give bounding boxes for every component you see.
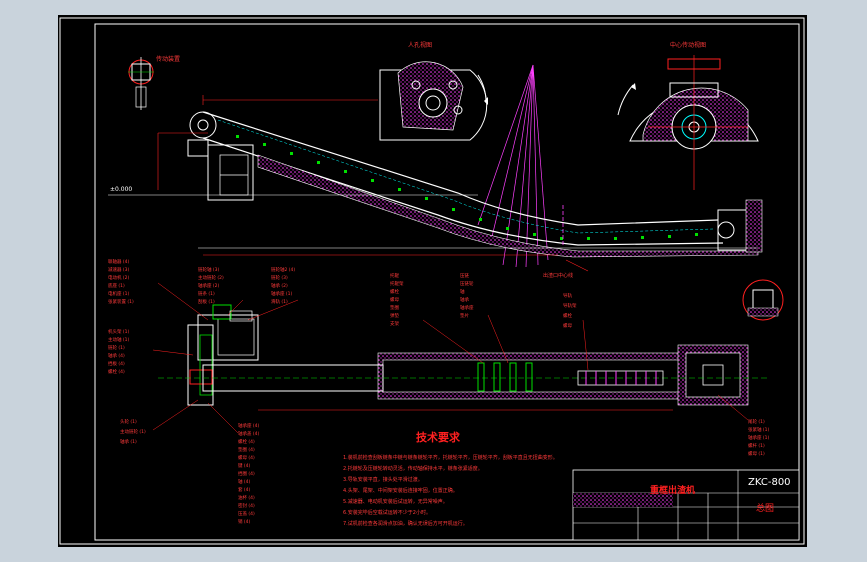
callout-r-0: 尾轮 (1) [748,418,765,425]
detail-left-round: 人孔视图 [379,41,488,141]
conveyor-plan [158,304,768,411]
callout-um-1: 主动链轮 (2) [198,274,224,281]
left-detail-label: 人孔视图 [408,41,432,49]
detail-right-side [742,279,784,321]
callout-bm-0: 轴承座 (4) [238,422,260,429]
callout-ur-2: 轴承 (2) [271,282,288,289]
callout-bm-6: 挡圈 (4) [238,470,255,477]
callout-ma-4: 垫圈 [390,304,399,311]
leader-lines [152,282,749,434]
drawing-sheet-name: 总图 [756,502,774,514]
callout-ll-0: 头轮 (1) [120,418,137,425]
callout-ll-2: 轴承 (1) [120,438,137,445]
callout-mb-4: 轴承座 [460,304,474,311]
tech-item-2: 2.托链轮及压链轮转动灵活，传动轴保持水平，链条张紧适度。 [343,465,483,472]
callout-ur-1: 链轮 (3) [271,274,288,281]
callout-mc-0: 导轨 [563,292,572,299]
callout-um-0: 链轮轴 (3) [198,266,220,273]
callout-r-3: 螺杆 (1) [748,442,765,449]
callout-bm-3: 垫圈 (4) [238,446,255,453]
callout-r-1: 张紧轴 (1) [748,426,770,433]
callout-bm-12: 销 (4) [238,518,251,525]
callout-mc-2: 螺栓 [563,312,572,319]
callout-bm-10: 密封 (4) [238,502,255,509]
callout-bm-7: 轴 (4) [238,478,251,485]
angle-fan [477,64,549,268]
detail-right-round: 中心传动视图 [617,41,759,190]
elevation-label: ±0.000 [110,186,132,193]
inner-border [94,23,800,541]
callout-ur-4: 滑轨 (1) [271,298,288,305]
callout-r-4: 螺母 (1) [748,450,765,457]
callout-mc-3: 螺母 [563,322,572,329]
callout-bm-4: 螺母 (4) [238,454,255,461]
tech-heading: 技术要求 [416,430,461,444]
callout-mc-1: 导轨架 [563,302,577,309]
callout-lm-1: 主动轴 (1) [108,336,130,343]
callout-lm-4: 挡板 (4) [108,360,125,367]
outer-border [59,17,805,545]
right-detail-label: 中心传动视图 [670,41,706,49]
tech-item-6: 6.安装完毕后空载试运转不少于2小时。 [343,509,431,516]
callout-mb-2: 轴 [460,288,465,295]
tech-item-3: 3.导轨安装平直，接头处平滑过渡。 [343,476,423,483]
callout-ll-1: 主动链轮 (1) [120,428,146,435]
callout-lm-3: 轴承 (4) [108,352,125,359]
callout-r-2: 轴承座 (1) [748,434,770,441]
drawing-sheet: 传动装置 人孔视图 中心传动视图 [58,15,807,547]
callout-mb-1: 压链轮 [460,280,474,287]
callout-lm-5: 螺栓 (4) [108,368,125,375]
small-detail-label: 传动装置 [156,55,180,63]
callout-ma-6: 支架 [390,320,399,327]
callout-ma-1: 托辊架 [390,280,404,287]
callout-ma-0: 托辊 [390,272,399,279]
drawing-name: 重框出渣机 [650,484,695,496]
callout-um-2: 轴承座 (2) [198,282,220,289]
callout-bm-9: 油杯 (4) [238,494,255,501]
callout-bm-5: 键 (4) [238,462,251,469]
callout-ul-0: 联轴器 (4) [108,258,130,265]
drawing-code: ZKC-800 [748,477,791,488]
tech-item-7: 7.试机前检查各润滑点加油，确认无误后方可开机运行。 [343,520,468,527]
callout-bm-11: 压盖 (4) [238,510,255,517]
callout-ul-2: 电动机 (2) [108,274,130,281]
callout-lm-2: 链轮 (1) [108,344,125,351]
callout-ma-5: 弹垫 [390,312,399,319]
callout-bm-8: 套 (4) [238,486,251,493]
tech-item-4: 4.头架、尾架、中间架安装后连接牢固，位置正确。 [343,487,458,494]
callout-ma-2: 螺栓 [390,288,399,295]
callout-bm-2: 螺栓 (4) [238,438,255,445]
callout-mb-0: 压链 [460,272,469,279]
callout-ul-5: 张紧装置 (1) [108,298,134,305]
tech-item-5: 5.减速器、电动机安装后试运转，无异常噪声。 [343,498,448,505]
callout-ur-3: 轴承座 (1) [271,290,293,297]
callout-ul-4: 电机座 (1) [108,290,130,297]
callout-ul-3: 底座 (1) [108,282,125,289]
title-block: ZKC-800 重框出渣机 总图 [572,469,800,541]
callout-mb-3: 轴承 [460,296,469,303]
callout-lm-0: 机头架 (1) [108,328,130,335]
detail-transmission-small: 传动装置 [128,55,180,110]
callout-ur-0: 链轮轴2 (4) [271,266,295,273]
callout-bm-1: 轴承盖 (4) [238,430,260,437]
callout-um-3: 链条 (1) [198,290,215,297]
conveyor-elevation: ±0.000 出渣口中心线 [108,95,763,279]
drawing-svg: 传动装置 人孔视图 中心传动视图 [59,17,805,545]
tech-requirements: 技术要求 1.装机前检查刮板链条中链与链条链轮平齐，托链轮平齐，压链轮平齐，刮板… [343,430,558,527]
tech-item-1: 1.装机前检查刮板链条中链与链条链轮平齐，托链轮平齐，压链轮平齐，刮板平直且无扭… [343,454,558,461]
callout-ul-1: 减速器 (3) [108,266,130,273]
callouts: 联轴器 (4) 减速器 (3) 电动机 (2) 底座 (1) 电机座 (1) 张… [108,258,770,525]
callout-um-4: 刮板 (1) [198,298,215,305]
callout-mb-5: 垫片 [460,312,469,319]
bottom-note: 出渣口中心线 [543,272,573,279]
callout-ma-3: 螺母 [390,296,399,303]
